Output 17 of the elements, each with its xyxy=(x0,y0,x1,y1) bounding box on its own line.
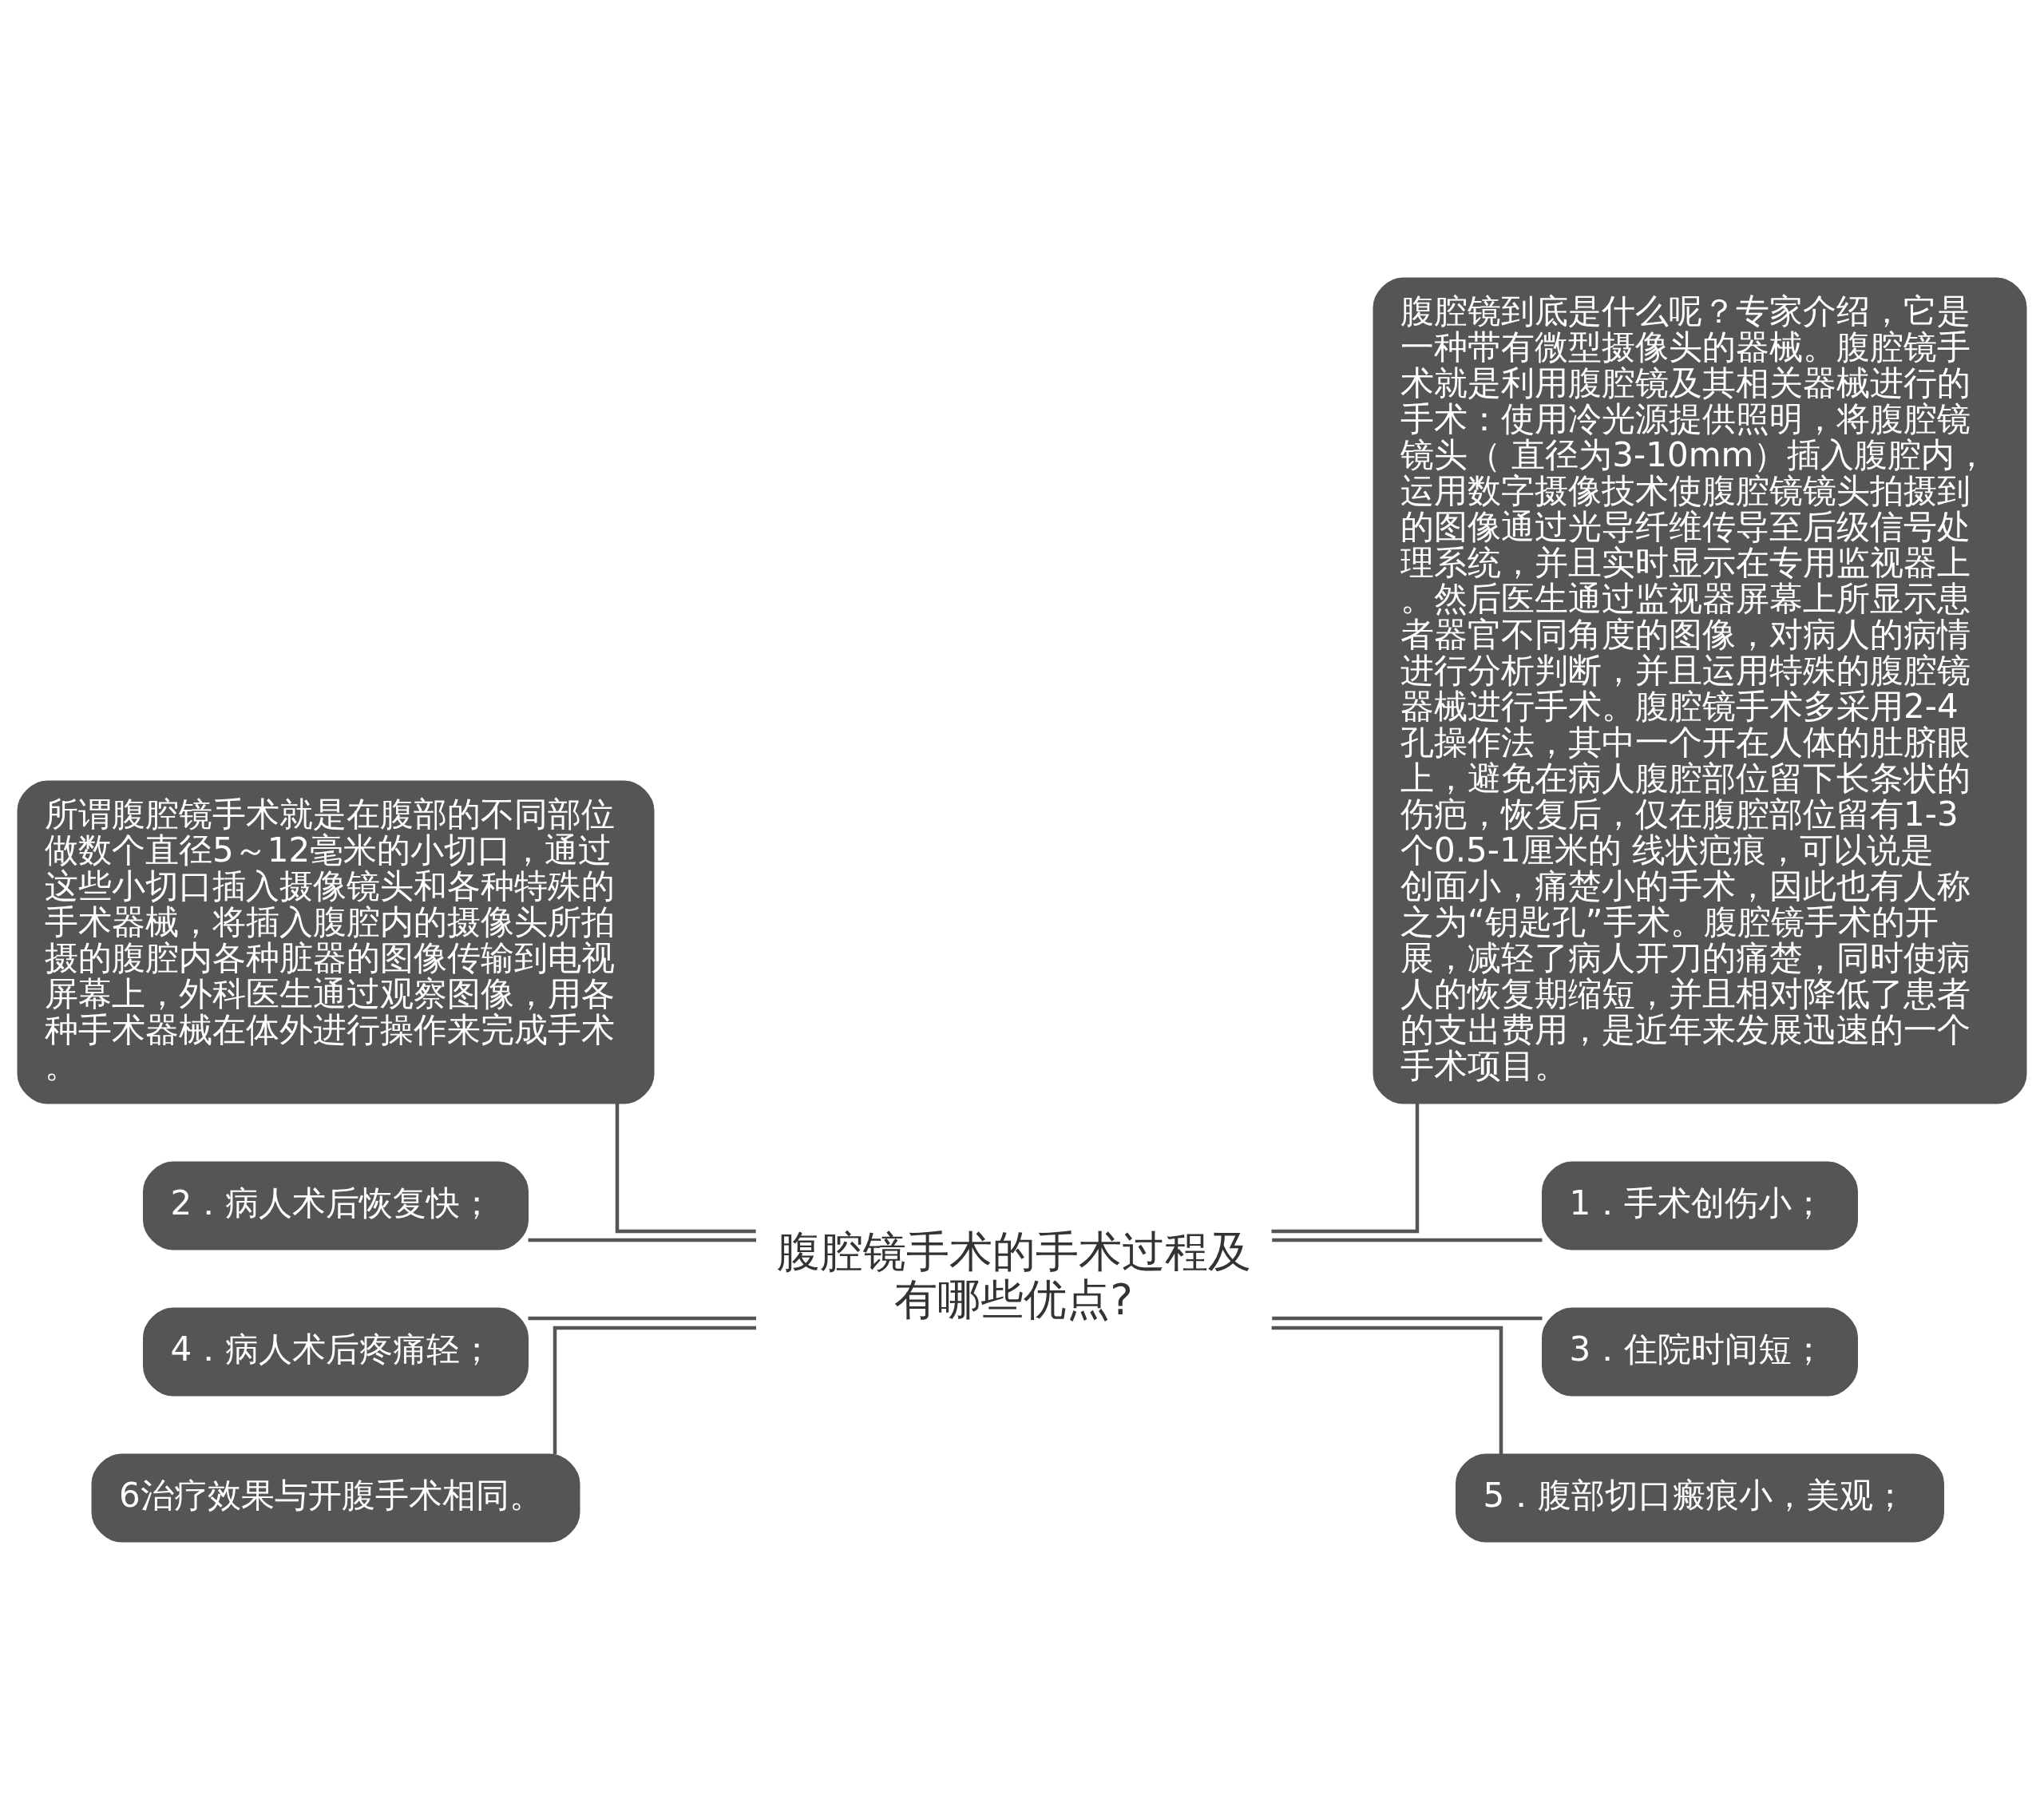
node-box: 6治疗效果与开腹手术相同。 xyxy=(91,1453,580,1542)
connector xyxy=(1272,1316,1543,1320)
node-box: 腹腔镜到底是什么呢？专家介绍，它是一种带有微型摄像头的器械。腹腔镜手术就是利用腹腔镜及其相关器械进行的手术：使用冷光源提供照明，将腹腔镜镜头（ 直径为3-10mm）插入腹腔内，运用数字摄像技术使腹腔镜镜头拍摄到的图像通过光导纤维传导至后级信号处理系统，并且实时显示在专用监视器上。然后医生通过监视器屏幕上所显示患者器官不同角度的图像，对病人的病情进行分析判断，并且运用特殊的腹腔镜器械进行手术。腹腔镜手术多采用2-4孔操作法，其中一个开在人体的肚脐眼上，避免在病人腹腔部位留下长条状的伤疤，恢复后，仅在腹腔部位留有1-3个0.5-1厘米的 线状疤痕，可以说是创面小，痛楚小的手术，因此也有人称之为“钥匙孔”手术。腹腔镜手术的开展，减轻了病人开刀的痛楚，同时使病人的恢复期缩短，并且相对降低了患者的支出费用，是近年来发展迅速的一个手术项目。 xyxy=(1373,277,2027,1104)
connector xyxy=(1272,1238,1543,1242)
node-box: 所谓腹腔镜手术就是在腹部的不同部位做数个直径5～12毫米的小切口，通过这些小切口插入摄像镜头和各种特殊的手术器械，将插入腹腔内的摄像头所拍摄的腹腔内各种脏器的图像传输到电视屏幕上，外科医生通过观察图像，用各种手术器械在体外进行操作来完成手术。 xyxy=(17,780,655,1104)
node-box: 1．手术创伤小； xyxy=(1542,1161,1858,1250)
node-box: 5．腹部切口瘢痕小，美观； xyxy=(1456,1453,1944,1542)
connector xyxy=(528,1316,756,1320)
connector xyxy=(1271,1103,1420,1233)
node-box: 4．病人术后疼痛轻； xyxy=(143,1307,529,1396)
connector xyxy=(553,1326,756,1454)
node-box: 2．病人术后恢复快； xyxy=(143,1161,529,1250)
connector xyxy=(528,1238,756,1242)
connector xyxy=(615,1102,756,1233)
connector xyxy=(1271,1326,1503,1454)
node-box: 3．住院时间短； xyxy=(1542,1307,1858,1396)
node-text: 腹腔镜手术的手术过程及有哪些优点? xyxy=(776,1226,1251,1325)
